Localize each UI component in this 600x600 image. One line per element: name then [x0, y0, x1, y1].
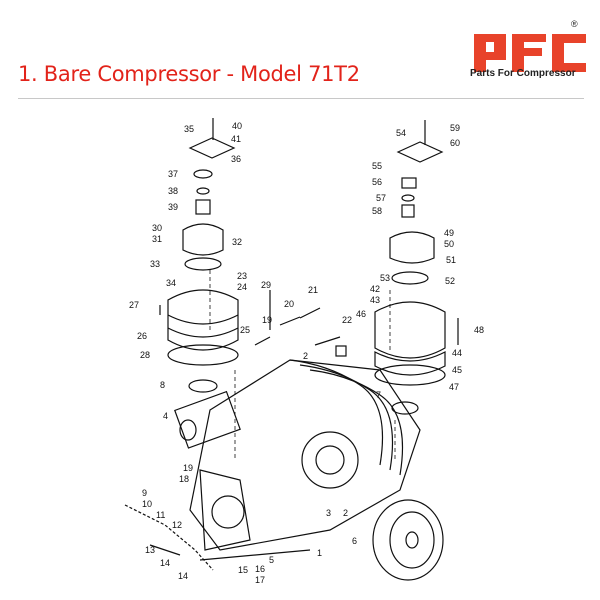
callout: 37 — [168, 169, 178, 179]
callout: 15 — [238, 565, 248, 575]
callout: 53 — [380, 273, 390, 283]
callout: 18 — [179, 474, 189, 484]
callout: 27 — [129, 300, 139, 310]
callout: 52 — [445, 276, 455, 286]
callout: 7 — [376, 390, 381, 400]
callout: 16 — [255, 564, 265, 574]
registered-mark: ® — [571, 19, 578, 29]
callout: 2 — [343, 508, 348, 518]
callout: 47 — [449, 382, 459, 392]
callout: 6 — [352, 536, 357, 546]
callout: 39 — [168, 202, 178, 212]
callout: 42 — [370, 284, 380, 294]
callout: 8 — [160, 380, 165, 390]
logo-tagline: Parts For Compressor — [470, 68, 576, 79]
callout: 33 — [150, 259, 160, 269]
callout: 14 — [160, 558, 170, 568]
callout: 12 — [172, 520, 182, 530]
callout: 59 — [450, 123, 460, 133]
part-callouts: 40 35 41 36 37 38 39 30 31 32 33 34 23 2… — [129, 121, 484, 585]
callout: 20 — [284, 299, 294, 309]
callout: 49 — [444, 228, 454, 238]
callout: 3 — [326, 508, 331, 518]
callout: 41 — [231, 134, 241, 144]
callout: 51 — [446, 255, 456, 265]
callout: 4 — [163, 411, 168, 421]
callout: 24 — [237, 282, 247, 292]
callout: 5 — [269, 555, 274, 565]
callout: 58 — [372, 206, 382, 216]
callout: 36 — [231, 154, 241, 164]
diagram-drawing — [124, 118, 459, 581]
page-title: 1. Bare Compressor - Model 71T2 — [18, 62, 360, 86]
callout: 54 — [396, 128, 406, 138]
callout: 35 — [184, 124, 194, 134]
callout: 50 — [444, 239, 454, 249]
callout: 57 — [376, 193, 386, 203]
callout: 31 — [152, 234, 162, 244]
callout: 23 — [237, 271, 247, 281]
callout: 19 — [183, 463, 193, 473]
callout: 30 — [152, 223, 162, 233]
callout: 34 — [166, 278, 176, 288]
callout: 26 — [137, 331, 147, 341]
callout: 10 — [142, 499, 152, 509]
callout: 48 — [474, 325, 484, 335]
callout: 13 — [145, 545, 155, 555]
callout: 9 — [142, 488, 147, 498]
callout: 22 — [342, 315, 352, 325]
callout: 38 — [168, 186, 178, 196]
callout: 19 — [262, 315, 272, 325]
callout: 11 — [156, 510, 165, 520]
pfc-logo — [474, 34, 586, 72]
callout: 55 — [372, 161, 382, 171]
callout: 60 — [450, 138, 460, 148]
callout: 21 — [308, 285, 318, 295]
divider — [18, 98, 584, 99]
callout: 25 — [240, 325, 250, 335]
callout: 40 — [232, 121, 242, 131]
callout: 29 — [261, 280, 271, 290]
callout: 45 — [452, 365, 462, 375]
callout: 32 — [232, 237, 242, 247]
callout: 28 — [140, 350, 150, 360]
callout: 46 — [356, 309, 366, 319]
callout: 56 — [372, 177, 382, 187]
callout: 2 — [303, 351, 308, 361]
callout: 43 — [370, 295, 380, 305]
callout: 14 — [178, 571, 188, 581]
callout: 44 — [452, 348, 462, 358]
callout: 1 — [317, 548, 322, 558]
callout: 17 — [255, 575, 265, 585]
